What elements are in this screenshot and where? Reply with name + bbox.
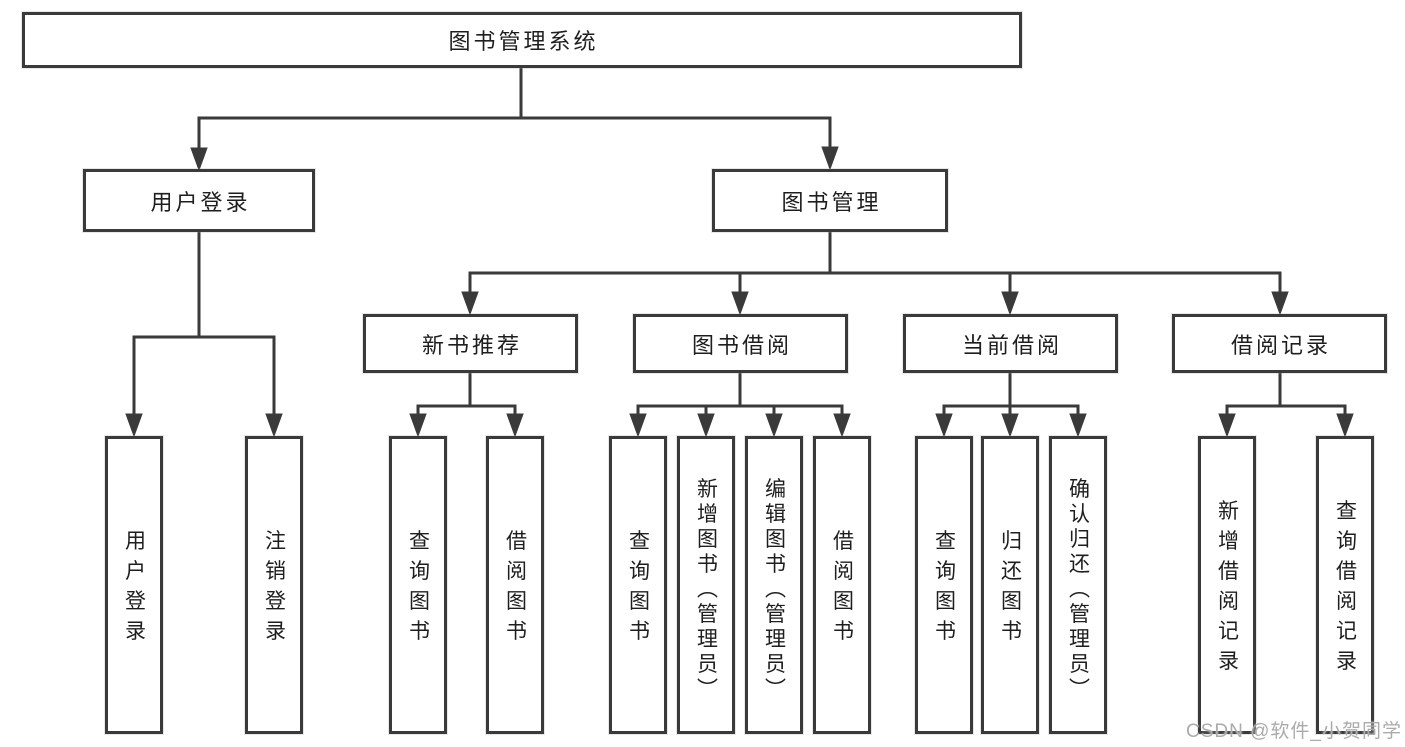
leaf-recommend-borrow-book: 借阅图书 xyxy=(486,436,544,734)
leaf-current-confirm-return-label: 确认归还（管理员） xyxy=(1066,477,1090,702)
leaf-borrow-borrow-book-label: 借阅图书 xyxy=(830,529,854,650)
leaf-borrow-edit-book-label: 编辑图书（管理员） xyxy=(762,477,786,702)
leaf-borrow-query-book: 查询图书 xyxy=(609,436,667,734)
leaf-borrow-query-book-label: 查询图书 xyxy=(626,529,650,650)
leaf-recommend-query-book: 查询图书 xyxy=(389,436,447,734)
leaf-logout-label: 注销登录 xyxy=(262,529,286,650)
leaf-recommend-borrow-book-label: 借阅图书 xyxy=(503,529,527,650)
leaf-logout: 注销登录 xyxy=(245,436,303,734)
leaf-borrow-borrow-book: 借阅图书 xyxy=(813,436,871,734)
leaf-current-query-book-label: 查询图书 xyxy=(932,529,956,650)
leaf-user-login-label: 用户登录 xyxy=(122,529,146,650)
node-user-login-label: 用户登录 xyxy=(150,189,251,215)
node-new-book-recommend: 新书推荐 xyxy=(363,314,578,373)
edge-root-to-level2 xyxy=(190,67,839,172)
node-book-management-label: 图书管理 xyxy=(781,189,882,215)
node-book-management: 图书管理 xyxy=(712,169,948,232)
node-root-label: 图书管理系统 xyxy=(448,29,599,54)
edge-borrow-record-children xyxy=(1218,372,1354,438)
node-book-borrow-label: 图书借阅 xyxy=(691,332,792,358)
node-book-borrow: 图书借阅 xyxy=(633,314,848,373)
edge-book-management-to-level3 xyxy=(461,231,1289,316)
leaf-user-login: 用户登录 xyxy=(105,436,163,734)
leaf-current-return-book-label: 归还图书 xyxy=(998,529,1022,650)
csdn-watermark: CSDN @软件_小贺同学 xyxy=(1186,721,1402,742)
node-user-login: 用户登录 xyxy=(83,169,315,232)
leaf-current-return-book: 归还图书 xyxy=(981,436,1039,734)
leaf-borrow-add-book: 新增图书（管理员） xyxy=(677,436,735,734)
node-borrow-record: 借阅记录 xyxy=(1172,314,1387,373)
leaf-current-query-book: 查询图书 xyxy=(915,436,973,734)
node-root: 图书管理系统 xyxy=(22,12,1022,68)
leaf-record-query: 查询借阅记录 xyxy=(1316,436,1374,734)
leaf-borrow-add-book-label: 新增图书（管理员） xyxy=(694,477,718,702)
leaf-borrow-edit-book: 编辑图书（管理员） xyxy=(745,436,803,734)
node-borrow-record-label: 借阅记录 xyxy=(1230,332,1331,358)
edge-book-borrow-children xyxy=(629,372,851,438)
node-current-borrow: 当前借阅 xyxy=(903,314,1118,373)
leaf-recommend-query-book-label: 查询图书 xyxy=(406,529,430,650)
edge-new-book-recommend-children xyxy=(409,372,524,438)
leaf-record-query-label: 查询借阅记录 xyxy=(1333,499,1357,680)
leaf-record-add-label: 新增借阅记录 xyxy=(1215,499,1239,680)
node-new-book-recommend-label: 新书推荐 xyxy=(421,332,522,358)
leaf-current-confirm-return: 确认归还（管理员） xyxy=(1049,436,1107,734)
leaf-record-add: 新增借阅记录 xyxy=(1198,436,1256,734)
edge-user-login-children xyxy=(125,231,283,438)
node-current-borrow-label: 当前借阅 xyxy=(961,332,1062,358)
edge-current-borrow-children xyxy=(935,372,1087,438)
